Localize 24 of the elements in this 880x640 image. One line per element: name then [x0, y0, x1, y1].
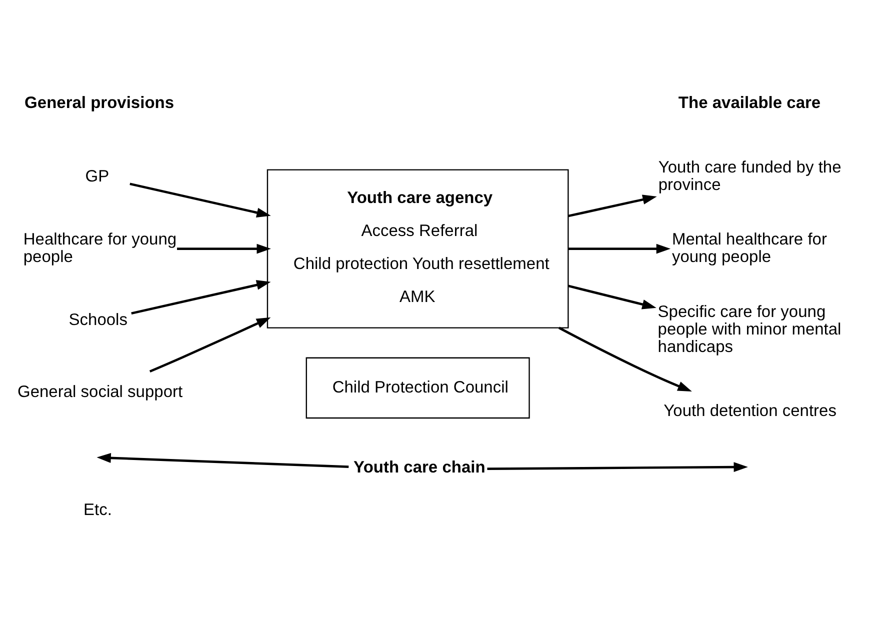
arrow: [96, 452, 349, 468]
node-text: Schools: [68, 310, 128, 329]
arrow: [568, 284, 656, 309]
arrow: [130, 182, 271, 218]
arrow: [131, 280, 271, 314]
node-text: Healthcare for young people: [23, 230, 177, 266]
arrow: [487, 462, 748, 472]
arrow: [149, 316, 271, 372]
node-text: Specific care for young people with minor mental handicaps: [658, 302, 842, 356]
node-text: Youth care funded by the province: [658, 158, 842, 194]
arrow: [558, 326, 692, 392]
arrow: [568, 243, 671, 254]
label: The available care: [678, 94, 821, 112]
label: General provisions: [24, 94, 174, 112]
node-box: Child Protection Council: [306, 356, 530, 418]
arrow: [568, 194, 657, 217]
node-text: Youth care chain: [354, 458, 486, 476]
node-text: GP: [85, 166, 110, 185]
node-text: Youth detention centres: [664, 401, 836, 420]
label: Etc.: [84, 500, 112, 518]
node-text: General social support: [17, 382, 183, 401]
node-text: Mental healthcare for young people: [672, 230, 827, 266]
node-box: Youth care agency Access Referral Child protection Youth resettlement AMK: [266, 168, 569, 328]
arrow: [177, 243, 271, 254]
